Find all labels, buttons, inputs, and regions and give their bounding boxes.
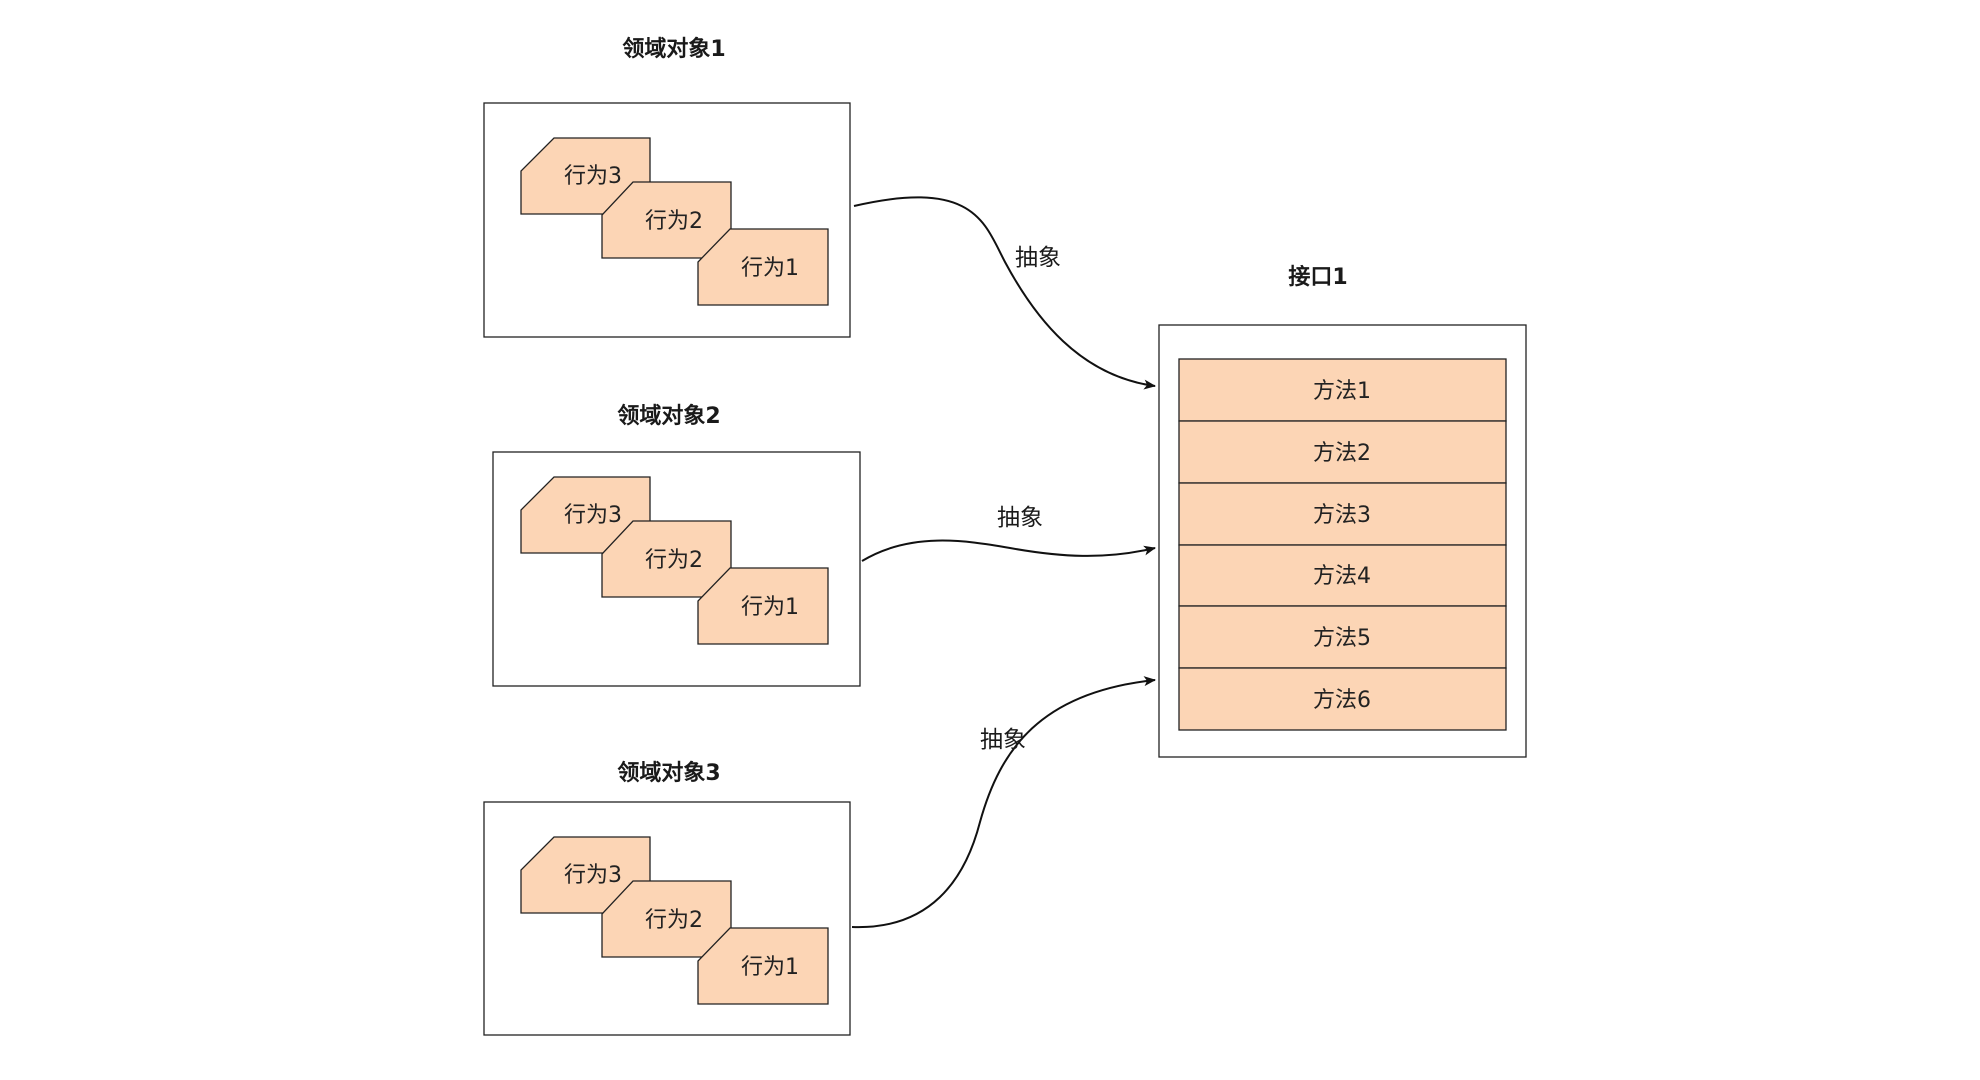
behavior-label: 行为3 xyxy=(564,863,622,888)
behavior-shape-3[interactable]: 行为3 xyxy=(520,476,651,554)
interface-1[interactable]: 接口1 方法1 方法2 方法3 方法4 方法5 方法6 xyxy=(1158,265,1527,758)
behavior-label: 行为1 xyxy=(741,256,799,281)
behavior-shape-outline xyxy=(520,137,651,215)
method-row-2[interactable]: 方法2 xyxy=(1178,420,1507,484)
method-row-box xyxy=(1178,667,1507,731)
edge-label: 抽象 xyxy=(980,727,1026,753)
abstraction-arrow xyxy=(861,539,1156,562)
method-row-box xyxy=(1178,544,1507,607)
method-row-box xyxy=(1178,482,1507,546)
domain-object-title: 领域对象1 xyxy=(622,36,725,62)
edge-3[interactable]: 抽象 xyxy=(851,676,1156,929)
method-row-box xyxy=(1178,605,1507,669)
edge-2[interactable]: 抽象 xyxy=(861,505,1156,562)
behavior-label: 行为1 xyxy=(741,955,799,980)
behavior-label: 行为2 xyxy=(645,908,703,933)
domain-object-2[interactable]: 领域对象2 行为3 行为2 行为1 xyxy=(492,403,861,687)
edge-label: 抽象 xyxy=(997,505,1043,531)
behavior-shape-3[interactable]: 行为3 xyxy=(520,836,651,914)
method-row-box xyxy=(1178,358,1507,422)
method-row-5[interactable]: 方法5 xyxy=(1178,605,1507,669)
edge-label: 抽象 xyxy=(1015,245,1061,271)
method-row-6[interactable]: 方法6 xyxy=(1178,667,1507,731)
method-row-1[interactable]: 方法1 xyxy=(1178,358,1507,422)
behavior-shape-2[interactable]: 行为2 xyxy=(601,181,732,259)
behavior-label: 行为3 xyxy=(564,164,622,189)
behavior-label: 行为2 xyxy=(645,209,703,234)
method-label: 方法2 xyxy=(1313,441,1371,466)
behavior-shape-outline xyxy=(520,476,651,554)
method-label: 方法6 xyxy=(1313,688,1371,713)
behavior-shape-outline xyxy=(697,228,829,306)
behavior-shape-outline xyxy=(601,880,732,958)
domain-object-title: 领域对象2 xyxy=(617,403,720,429)
behavior-shape-1[interactable]: 行为1 xyxy=(697,228,829,306)
behavior-shape-outline xyxy=(697,567,829,645)
behavior-shape-1[interactable]: 行为1 xyxy=(697,927,829,1005)
behavior-label: 行为2 xyxy=(645,548,703,573)
behavior-shape-outline xyxy=(697,927,829,1005)
abstraction-arrow xyxy=(853,196,1156,390)
behavior-shape-outline xyxy=(520,836,651,914)
domain-object-1[interactable]: 领域对象1 行为3 行为2 行为1 xyxy=(483,36,851,338)
behavior-label: 行为1 xyxy=(741,595,799,620)
behavior-shape-3[interactable]: 行为3 xyxy=(520,137,651,215)
edge-1[interactable]: 抽象 xyxy=(853,196,1156,390)
behavior-shape-outline xyxy=(601,181,732,259)
abstraction-arrow xyxy=(851,676,1156,929)
behavior-shape-outline xyxy=(601,520,732,598)
behavior-shape-2[interactable]: 行为2 xyxy=(601,880,732,958)
interface-title: 接口1 xyxy=(1288,265,1347,290)
domain-object-3[interactable]: 领域对象3 行为3 行为2 行为1 xyxy=(483,760,851,1036)
method-label: 方法3 xyxy=(1313,503,1371,528)
behavior-label: 行为3 xyxy=(564,503,622,528)
behavior-shape-2[interactable]: 行为2 xyxy=(601,520,732,598)
method-label: 方法4 xyxy=(1313,564,1371,589)
method-label: 方法1 xyxy=(1313,379,1371,404)
method-label: 方法5 xyxy=(1313,626,1371,651)
behavior-shape-1[interactable]: 行为1 xyxy=(697,567,829,645)
method-row-4[interactable]: 方法4 xyxy=(1178,544,1507,607)
method-row-3[interactable]: 方法3 xyxy=(1178,482,1507,546)
domain-object-title: 领域对象3 xyxy=(617,760,720,786)
